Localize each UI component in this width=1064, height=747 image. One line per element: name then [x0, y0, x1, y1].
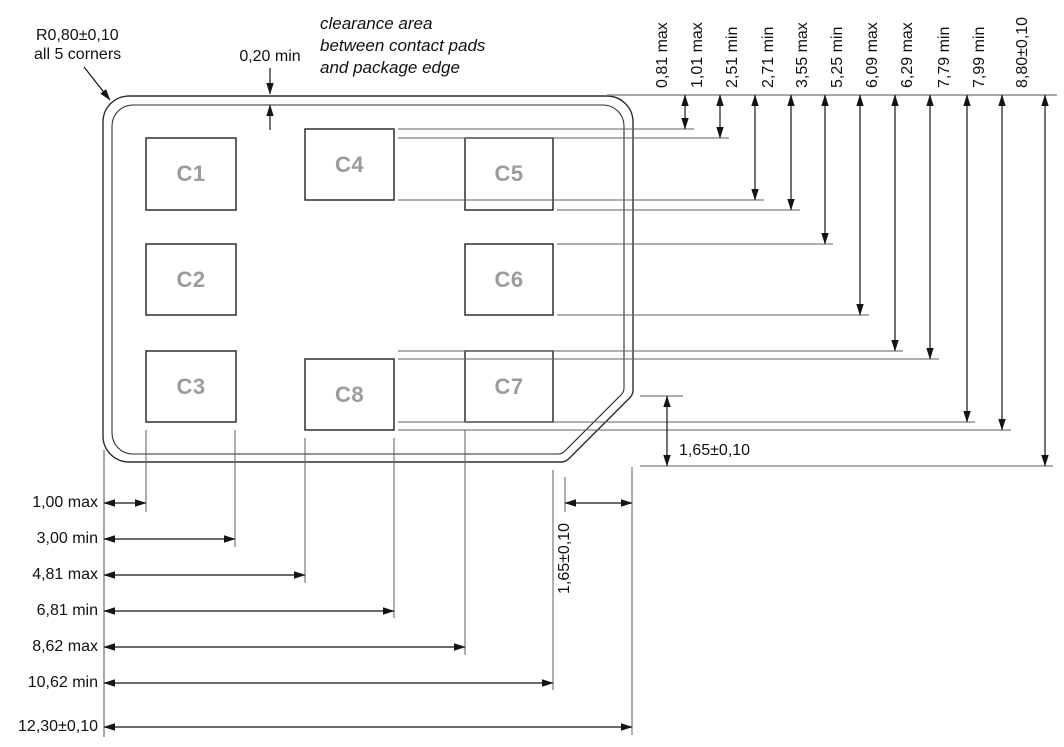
hdim-label-8-62-max: 8,62 max — [32, 638, 98, 655]
vdim-label-7-79-min: 7,79 min — [936, 26, 953, 88]
clearance-area-line — [111, 104, 625, 455]
vdim-label-7-99-min: 7,99 min — [971, 26, 988, 88]
pad-label-c3: C3 — [176, 373, 206, 399]
vdim-label-5-25-min: 5,25 min — [829, 26, 846, 88]
pad-c4 — [304, 128, 395, 201]
pad-label-c6: C6 — [494, 266, 524, 292]
pad-label-c4: C4 — [334, 151, 365, 177]
corner-radius-leader-arrow — [83, 66, 111, 101]
hdim-label-4-81-max: 4,81 max — [32, 566, 98, 583]
hdim-label-3-00-min: 3,00 min — [36, 530, 98, 547]
pad-c3 — [145, 350, 237, 423]
clearance-note-line1: clearance area — [320, 14, 433, 33]
vdim-label-0-81-max: 0,81 max — [654, 22, 671, 88]
vertical-dimension-arrows — [681, 94, 1049, 467]
vdim-label-6-29-max: 6,29 max — [899, 22, 916, 88]
pad-c8 — [304, 358, 395, 431]
vdim-label-6-09-max: 6,09 max — [864, 22, 881, 88]
pad-c1 — [145, 137, 237, 211]
right-extension-lines — [398, 128, 1053, 467]
package-outer-edge — [102, 95, 634, 463]
vdim-label-1-01-max: 1,01 max — [689, 22, 706, 88]
bottom-extension-lines — [145, 430, 633, 735]
chamfer-width-label: 1,65±0,10 — [556, 522, 573, 594]
pad-c6 — [464, 243, 554, 316]
vdim-label-2-71-min: 2,71 min — [760, 26, 777, 88]
pad-label-c5: C5 — [494, 161, 524, 186]
vdim-label-2-51-min: 2,51 min — [724, 26, 741, 88]
corner-radius-note-line2: all 5 corners — [34, 46, 122, 63]
pad-c2 — [145, 243, 237, 316]
pad-label-c2: C2 — [176, 266, 206, 292]
chamfer-height-label: 1,65±0,10 — [679, 442, 751, 459]
pad-label-c8: C8 — [334, 381, 365, 407]
pad-label-c1: C1 — [176, 161, 206, 186]
edge-clearance-label: 0,20 min — [239, 48, 301, 65]
vdim-label-8-80: 8,80±0,10 — [1014, 16, 1031, 88]
clearance-note-line3: and package edge — [320, 58, 460, 77]
clearance-note-line2: between contact pads — [320, 36, 486, 55]
hdim-label-6-81-min: 6,81 min — [36, 602, 98, 619]
hdim-label-12-30: 12,30±0,10 — [18, 718, 98, 735]
vdim-label-3-55-max: 3,55 max — [794, 22, 811, 88]
corner-radius-note-line1: R0,80±0,10 — [36, 27, 119, 44]
hdim-label-10-62-min: 10,62 min — [27, 674, 98, 691]
hdim-label-1-00-max: 1,00 max — [32, 494, 98, 511]
pad-label-c7: C7 — [494, 373, 524, 399]
horizontal-dimension-arrows — [103, 499, 633, 731]
chamfer-height-dimension — [640, 395, 683, 467]
